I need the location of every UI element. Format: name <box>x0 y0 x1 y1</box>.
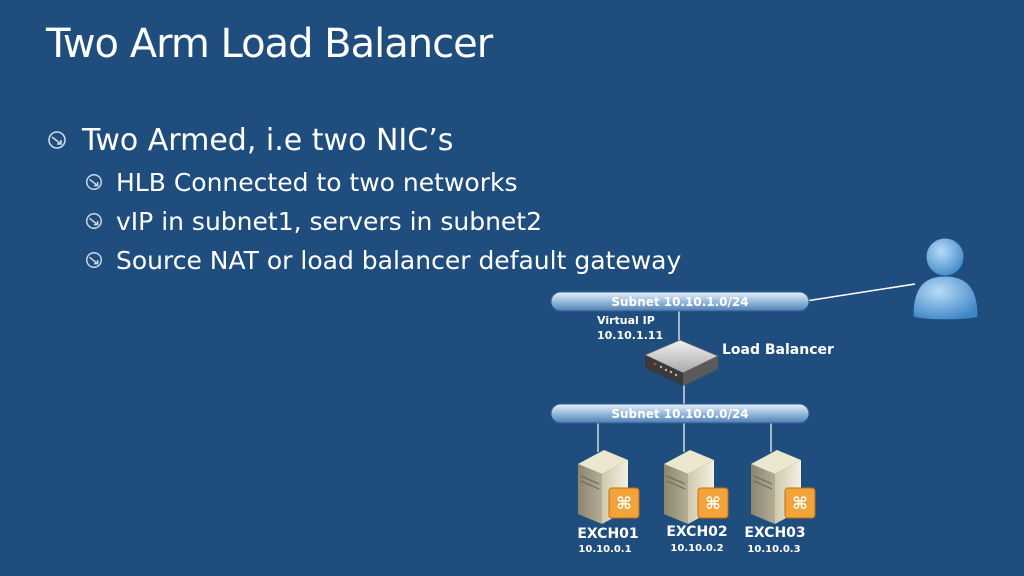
bullet-icon <box>84 211 104 231</box>
bullet-icon <box>84 250 104 270</box>
server-name: EXCH03 <box>744 525 805 541</box>
bullet-icon <box>84 172 104 192</box>
svg-text:⌘: ⌘ <box>705 494 721 514</box>
svg-text:⌘: ⌘ <box>616 494 632 514</box>
user-link-line <box>805 283 916 302</box>
subnet2-label: Subnet 10.10.0.0/24 <box>611 407 748 421</box>
vip-ip: 10.10.1.11 <box>597 329 663 342</box>
sub-bullet-text: HLB Connected to two networks <box>116 167 518 197</box>
bullet-level1: Two Armed, i.e two NIC’s <box>46 120 453 160</box>
subnet1-pipe: Subnet 10.10.1.0/24 <box>550 291 810 312</box>
server-name: EXCH01 <box>577 526 638 542</box>
server-ip: 10.10.0.2 <box>670 543 723 554</box>
bullet-icon <box>46 129 68 151</box>
vip-label: Virtual IP <box>597 314 655 327</box>
server-icon: ⌘ <box>664 450 729 524</box>
server-name: EXCH02 <box>666 524 727 540</box>
server-icon: ⌘ <box>751 450 816 524</box>
sub-bullet-1: HLB Connected to two networks <box>84 164 517 200</box>
sub-bullet-text: vIP in subnet1, servers in subnet2 <box>116 206 543 236</box>
sub-bullet-2: vIP in subnet1, servers in subnet2 <box>84 203 542 239</box>
server-ip: 10.10.0.1 <box>578 544 631 555</box>
svg-text:⌘: ⌘ <box>792 494 808 514</box>
load-balancer-label: Load Balancer <box>722 342 834 358</box>
slide-title: Two Arm Load Balancer <box>46 21 493 67</box>
bullet-text: Two Armed, i.e two NIC’s <box>82 122 454 158</box>
server-icon: ⌘ <box>578 450 640 524</box>
user-icon <box>912 237 979 321</box>
load-balancer-icon <box>644 339 719 386</box>
subnet1-label: Subnet 10.10.1.0/24 <box>611 295 748 309</box>
server-ip: 10.10.0.3 <box>747 544 800 555</box>
sub-bullet-3: Source NAT or load balancer default gate… <box>84 242 681 278</box>
subnet2-pipe: Subnet 10.10.0.0/24 <box>550 403 810 424</box>
sub-bullet-text: Source NAT or load balancer default gate… <box>116 245 682 275</box>
